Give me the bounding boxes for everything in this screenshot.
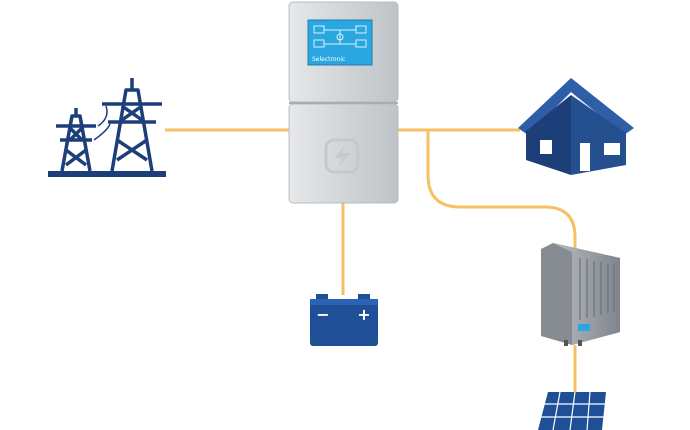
solar-inverter-icon bbox=[541, 243, 620, 346]
lightning-logo-icon bbox=[324, 138, 360, 174]
wire-to-pv-inverter bbox=[426, 130, 577, 248]
inverter-brand-text: Selectronic bbox=[312, 56, 345, 63]
inverter-screen: Selectronic bbox=[307, 19, 373, 66]
connection-wires bbox=[165, 128, 577, 392]
battery-minus-sign: − bbox=[316, 305, 329, 324]
battery-plus-sign: + bbox=[357, 305, 370, 324]
solar-panel-icon bbox=[538, 391, 606, 430]
pv-inverter-display bbox=[578, 324, 590, 331]
battery-icon: − + bbox=[310, 294, 378, 346]
power-pylon-icon bbox=[48, 78, 166, 177]
central-inverter: Selectronic bbox=[288, 1, 399, 204]
house-icon bbox=[518, 78, 634, 175]
